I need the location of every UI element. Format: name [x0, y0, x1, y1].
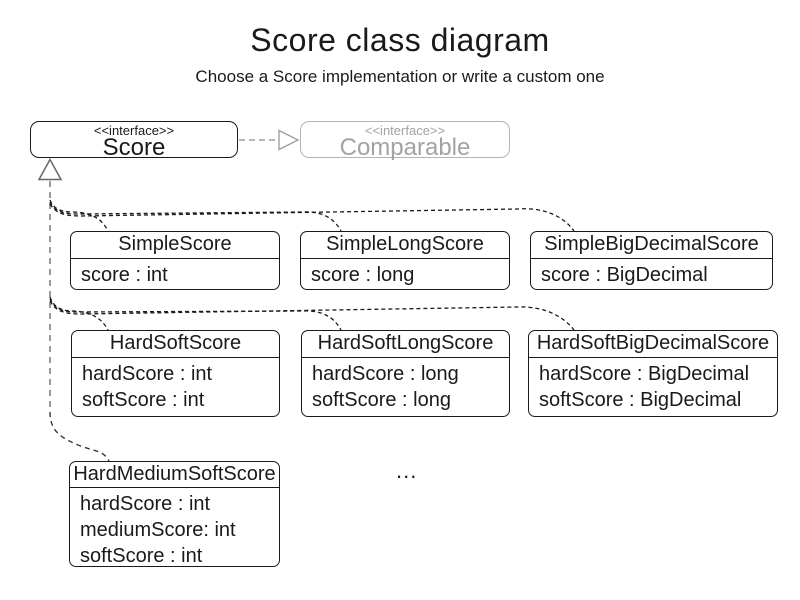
branch-hardsoftscore: [49, 296, 109, 331]
class-attribute: score : BigDecimal: [541, 264, 708, 286]
interface-box-score: <<interface>> Score: [30, 121, 238, 161]
class-attribute: mediumScore: int: [80, 519, 236, 541]
extends-arrowhead-icon: [278, 129, 300, 151]
class-attribute: softScore : BigDecimal: [539, 389, 742, 411]
class-title: HardSoftScore: [72, 331, 279, 358]
class-attribute: hardScore : BigDecimal: [539, 363, 750, 385]
interface-name: Comparable: [339, 134, 471, 161]
branch-simplelongscore: [49, 201, 342, 232]
class-box-simplebigdecimalscore: SimpleBigDecimalScore score : BigDecimal: [530, 231, 773, 290]
class-box-hardsoftlongscore: HardSoftLongScore hardScore : long softS…: [301, 330, 510, 417]
class-box-hardmediumsoftscore: HardMediumSoftScore hardScore : int medi…: [69, 461, 280, 567]
class-box-simplelongscore: SimpleLongScore score : long: [300, 231, 510, 290]
class-attribute: hardScore : int: [80, 493, 211, 515]
class-attribute: score : int: [81, 264, 168, 286]
inheritance-triangle-icon: [37, 157, 63, 181]
diagram-subtitle: Choose a Score implementation or write a…: [195, 67, 605, 86]
diagram-title: Score class diagram: [250, 22, 550, 58]
class-box-hardsoftscore: HardSoftScore hardScore : int softScore …: [71, 330, 280, 417]
class-attribute: hardScore : int: [82, 363, 213, 385]
branch-hardmediumsoftscore: [49, 411, 110, 462]
class-title: HardSoftBigDecimalScore: [529, 331, 777, 358]
class-attribute: hardScore : long: [312, 363, 459, 385]
class-title: SimpleScore: [71, 232, 279, 259]
class-attribute: softScore : int: [82, 389, 205, 411]
stereotype-label: <<interface>>: [364, 123, 446, 138]
ellipsis-label: ...: [396, 458, 418, 483]
class-attribute: score : long: [311, 264, 415, 286]
branch-hardsoftlongscore: [49, 298, 342, 331]
class-attribute: softScore : long: [312, 389, 451, 411]
class-attribute: softScore : int: [80, 545, 203, 567]
interface-box-comparable: <<interface>> Comparable: [300, 121, 510, 161]
class-box-simplescore: SimpleScore score : int: [70, 231, 280, 290]
interface-name: Score: [102, 134, 166, 161]
branch-simplescore: [49, 199, 109, 232]
branch-hardsoftbigdecimalscore: [49, 300, 575, 331]
stereotype-label: <<interface>>: [93, 123, 175, 138]
class-title: SimpleLongScore: [301, 232, 509, 259]
branch-simplebigdecimalscore: [49, 203, 575, 232]
class-title: HardMediumSoftScore: [70, 462, 279, 488]
class-title: SimpleBigDecimalScore: [531, 232, 772, 259]
class-title: HardSoftLongScore: [302, 331, 509, 358]
class-box-hardsoftbigdecimalscore: HardSoftBigDecimalScore hardScore : BigD…: [528, 330, 778, 417]
